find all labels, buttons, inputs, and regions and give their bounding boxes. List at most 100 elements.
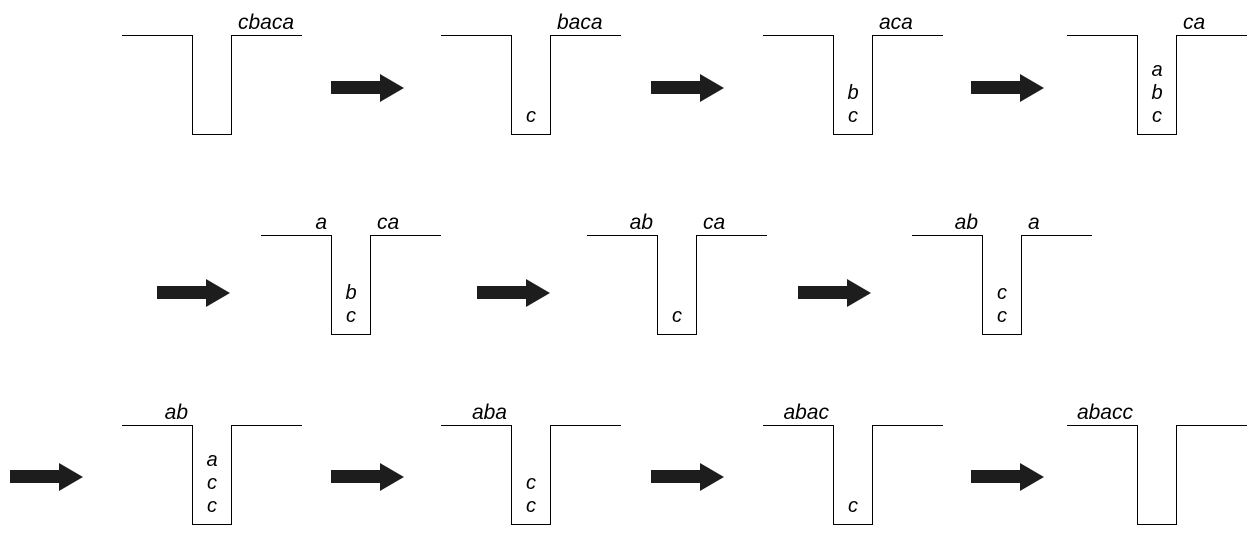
input-string-label: baca [557, 11, 603, 34]
transition-arrow-icon [971, 462, 1044, 491]
transition-arrow-icon [798, 278, 871, 307]
surface-line-right [232, 425, 302, 426]
surface-line-left [763, 425, 833, 426]
output-string-label: ab [164, 401, 188, 424]
transition-arrow-icon [477, 278, 550, 307]
stack-contents: c [657, 305, 697, 328]
stack-letter: b [345, 282, 357, 304]
surface-line-right [873, 35, 943, 36]
surface-line-left [441, 35, 511, 36]
stack-letter: c [526, 105, 536, 127]
surface-line-left [122, 35, 192, 36]
stack-pit [331, 235, 371, 335]
stack-letter: c [848, 105, 858, 127]
output-string-label: abac [783, 401, 829, 424]
stack-letter: c [997, 282, 1007, 304]
stack-letter: b [847, 82, 859, 104]
arrow-shaft [651, 81, 700, 94]
surface-line-right [1022, 235, 1092, 236]
arrow-shaft [10, 470, 59, 483]
stack-pit [511, 35, 551, 135]
stack-letter: c [207, 495, 217, 517]
surface-line-left [587, 235, 657, 236]
surface-line-left [441, 425, 511, 426]
stack-letter: a [206, 449, 218, 471]
arrow-head [700, 73, 724, 102]
arrow-head [206, 278, 230, 307]
transition-arrow-icon [971, 73, 1044, 102]
stack-state-6: ab ca c [587, 212, 767, 335]
arrow-shaft [157, 286, 206, 299]
stack-letter: c [207, 472, 217, 494]
surface-line-left [763, 35, 833, 36]
arrow-head [380, 73, 404, 102]
stack-letter: c [526, 495, 536, 517]
arrow-shaft [331, 470, 380, 483]
arrow-head [847, 278, 871, 307]
surface-line-right [371, 235, 441, 236]
input-string-label: ca [1183, 11, 1206, 34]
output-string-label: ab [954, 211, 978, 234]
stack-state-1: cbaca [122, 12, 302, 135]
surface-line-right [232, 35, 302, 36]
stack-pit [192, 425, 232, 525]
arrow-shaft [477, 286, 526, 299]
stack-letter: b [1151, 82, 1163, 104]
arrow-head [1020, 73, 1044, 102]
arrow-shaft [331, 81, 380, 94]
surface-line-right [551, 35, 621, 36]
input-string-label: ca [703, 211, 726, 234]
stack-pit [1137, 425, 1177, 525]
arrow-head [380, 462, 404, 491]
arrow-head [700, 462, 724, 491]
stack-state-11: abacc [1067, 402, 1247, 525]
arrow-shaft [798, 286, 847, 299]
stack-pit [511, 425, 551, 525]
arrow-shaft [651, 470, 700, 483]
input-string-label: a [1028, 211, 1040, 234]
transition-arrow-icon [331, 462, 404, 491]
surface-line-right [1177, 35, 1247, 36]
surface-line-left [1067, 425, 1137, 426]
stack-letter: c [526, 472, 536, 494]
surface-line-right [551, 425, 621, 426]
stack-letter: c [997, 305, 1007, 327]
stack-contents: c [511, 105, 551, 128]
input-string-label: ca [377, 211, 400, 234]
transition-arrow-icon [157, 278, 230, 307]
stack-pit [982, 235, 1022, 335]
surface-line-left [261, 235, 331, 236]
stack-state-2: baca c [441, 12, 621, 135]
arrow-head [526, 278, 550, 307]
stack-pit [833, 425, 873, 525]
surface-line-right [1177, 425, 1247, 426]
arrow-head [59, 462, 83, 491]
input-string-label: aca [879, 11, 913, 34]
surface-line-left [1067, 35, 1137, 36]
arrow-head [1020, 462, 1044, 491]
stack-contents: c [833, 495, 873, 518]
stack-pit [1137, 35, 1177, 135]
transition-arrow-icon [331, 73, 404, 102]
stack-pit [833, 35, 873, 135]
stack-pit [657, 235, 697, 335]
output-string-label: ab [629, 211, 653, 234]
arrow-shaft [971, 470, 1020, 483]
stack-letter: c [346, 305, 356, 327]
transition-arrow-icon [651, 73, 724, 102]
stack-state-10: abac c [763, 402, 943, 525]
surface-line-left [122, 425, 192, 426]
surface-line-left [912, 235, 982, 236]
